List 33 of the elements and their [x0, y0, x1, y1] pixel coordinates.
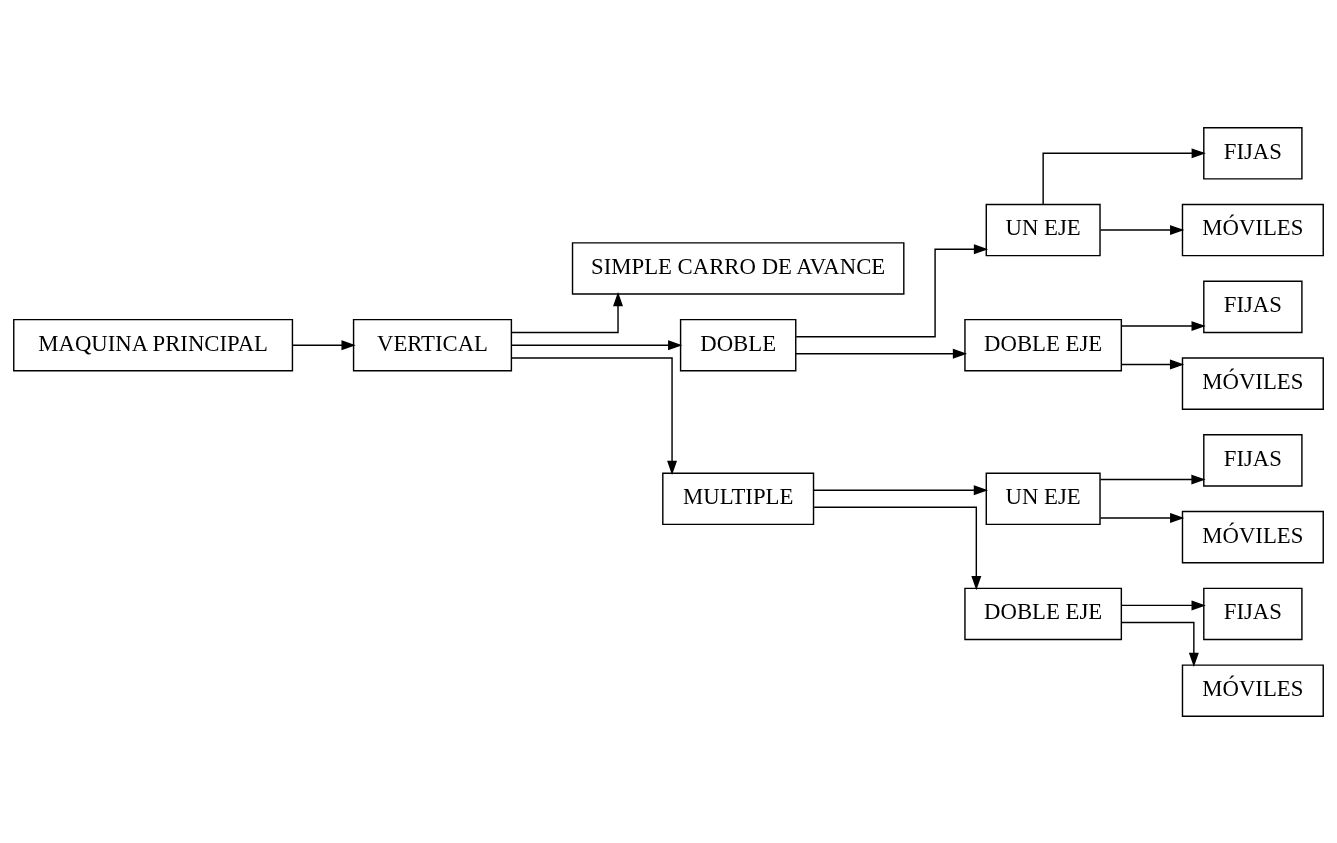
node-box: UN EJE	[985, 203, 1101, 256]
arrow	[1099, 512, 1185, 523]
node-box: SIMPLE CARRO DE AVANCE	[571, 241, 905, 295]
node-box: MÓVILES	[1181, 663, 1324, 717]
arrow	[1099, 474, 1206, 485]
node-box: FIJAS	[1203, 587, 1303, 640]
arrow	[510, 339, 683, 350]
arrow	[1099, 224, 1185, 235]
arrow	[510, 356, 678, 475]
arrow	[1120, 621, 1199, 667]
node-box: DOBLE	[679, 318, 797, 372]
arrow	[1121, 320, 1206, 331]
node-box: FIJAS	[1203, 280, 1303, 333]
arrow	[795, 348, 968, 359]
arrow	[1121, 599, 1206, 610]
node-box: FIJAS	[1203, 433, 1303, 487]
node-box: UN EJE	[985, 471, 1101, 525]
node-box: MULTIPLE	[662, 471, 815, 525]
node-box: FIJAS	[1203, 126, 1303, 180]
node-box: VERTICAL	[352, 318, 513, 372]
node-box: MÓVILES	[1181, 203, 1324, 256]
node-box: MÓVILES	[1181, 356, 1324, 410]
node-box: MÓVILES	[1181, 510, 1324, 563]
arrow	[812, 484, 988, 495]
arrow	[511, 291, 623, 333]
arrow	[1042, 147, 1206, 205]
arrow	[1121, 358, 1185, 369]
arrow	[292, 339, 356, 350]
node-box: MAQUINA PRINCIPAL	[13, 318, 294, 372]
node-box: DOBLE EJE	[964, 318, 1123, 372]
node-box: DOBLE EJE	[964, 587, 1123, 640]
arrow	[795, 243, 989, 337]
arrow	[813, 506, 982, 590]
